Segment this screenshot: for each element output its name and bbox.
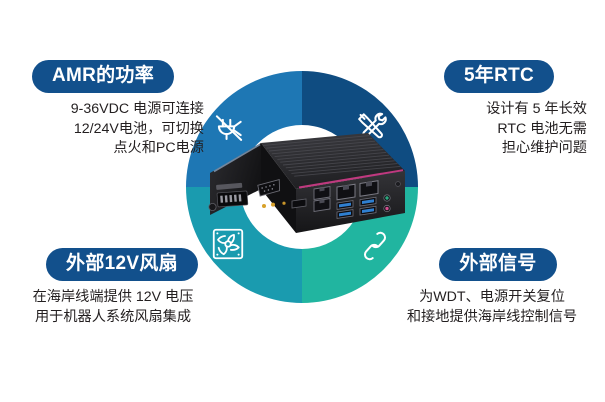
feature-block-external-12v-fan: 外部12V风扇 在海岸线端提供 12V 电压 用于机器人系统风扇集成 — [6, 248, 220, 327]
desc-line: RTC 电池无需 — [497, 120, 587, 137]
desc-line: 担心维护问题 — [501, 140, 587, 157]
desc-line: 设计有 5 年长效 — [486, 101, 587, 118]
fanless-pc-illustration — [208, 133, 405, 233]
desc-line: 用于机器人系统风扇集成 — [34, 308, 192, 325]
desc-line: 为WDT、电源开关复位 — [419, 289, 565, 306]
desc-line: 在海岸线端提供 12V 电压 — [32, 289, 194, 306]
feature-title-external-12v-fan: 外部12V风扇 — [46, 248, 198, 282]
ring-quadrant-bottom-right — [302, 187, 418, 303]
desc-line: 和接地提供海岸线控制信号 — [406, 308, 578, 325]
feature-description-amr-power: 9-36VDC 电源可连接 12/24V电池，可切换 点火和PC电源 — [6, 100, 220, 159]
feature-description-rtc-battery: 设计有 5 年长效 RTC 电池无需 担心维护问题 — [385, 100, 599, 159]
ring-quadrant-bottom-left — [186, 187, 302, 303]
desc-line: 9-36VDC 电源可连接 — [70, 101, 204, 118]
pill-row: 外部12V风扇 — [6, 248, 220, 282]
feature-ring — [186, 71, 418, 303]
feature-title-external-signal: 外部信号 — [439, 248, 557, 282]
pill-row: 5年RTC — [385, 60, 599, 94]
desc-line: 12/24V电池，可切换 — [73, 120, 204, 137]
feature-description-external-12v-fan: 在海岸线端提供 12V 电压 用于机器人系统风扇集成 — [6, 288, 220, 327]
feature-description-external-signal: 为WDT、电源开关复位 和接地提供海岸线控制信号 — [385, 288, 599, 327]
feature-block-external-signal: 外部信号 为WDT、电源开关复位 和接地提供海岸线控制信号 — [385, 248, 599, 327]
product-image — [200, 127, 412, 259]
feature-block-amr-power: AMR的功率 9-36VDC 电源可连接 12/24V电池，可切换 点火和PC电… — [6, 60, 220, 159]
feature-block-rtc-battery: 5年RTC 设计有 5 年长效 RTC 电池无需 担心维护问题 — [385, 60, 599, 159]
desc-line: 点火和PC电源 — [113, 140, 204, 157]
pill-row: 外部信号 — [385, 248, 599, 282]
feature-title-rtc-battery: 5年RTC — [443, 60, 555, 94]
feature-title-amr-power: AMR的功率 — [31, 60, 175, 94]
pill-row: AMR的功率 — [6, 60, 220, 94]
ring-quadrant-top-left — [186, 71, 302, 187]
